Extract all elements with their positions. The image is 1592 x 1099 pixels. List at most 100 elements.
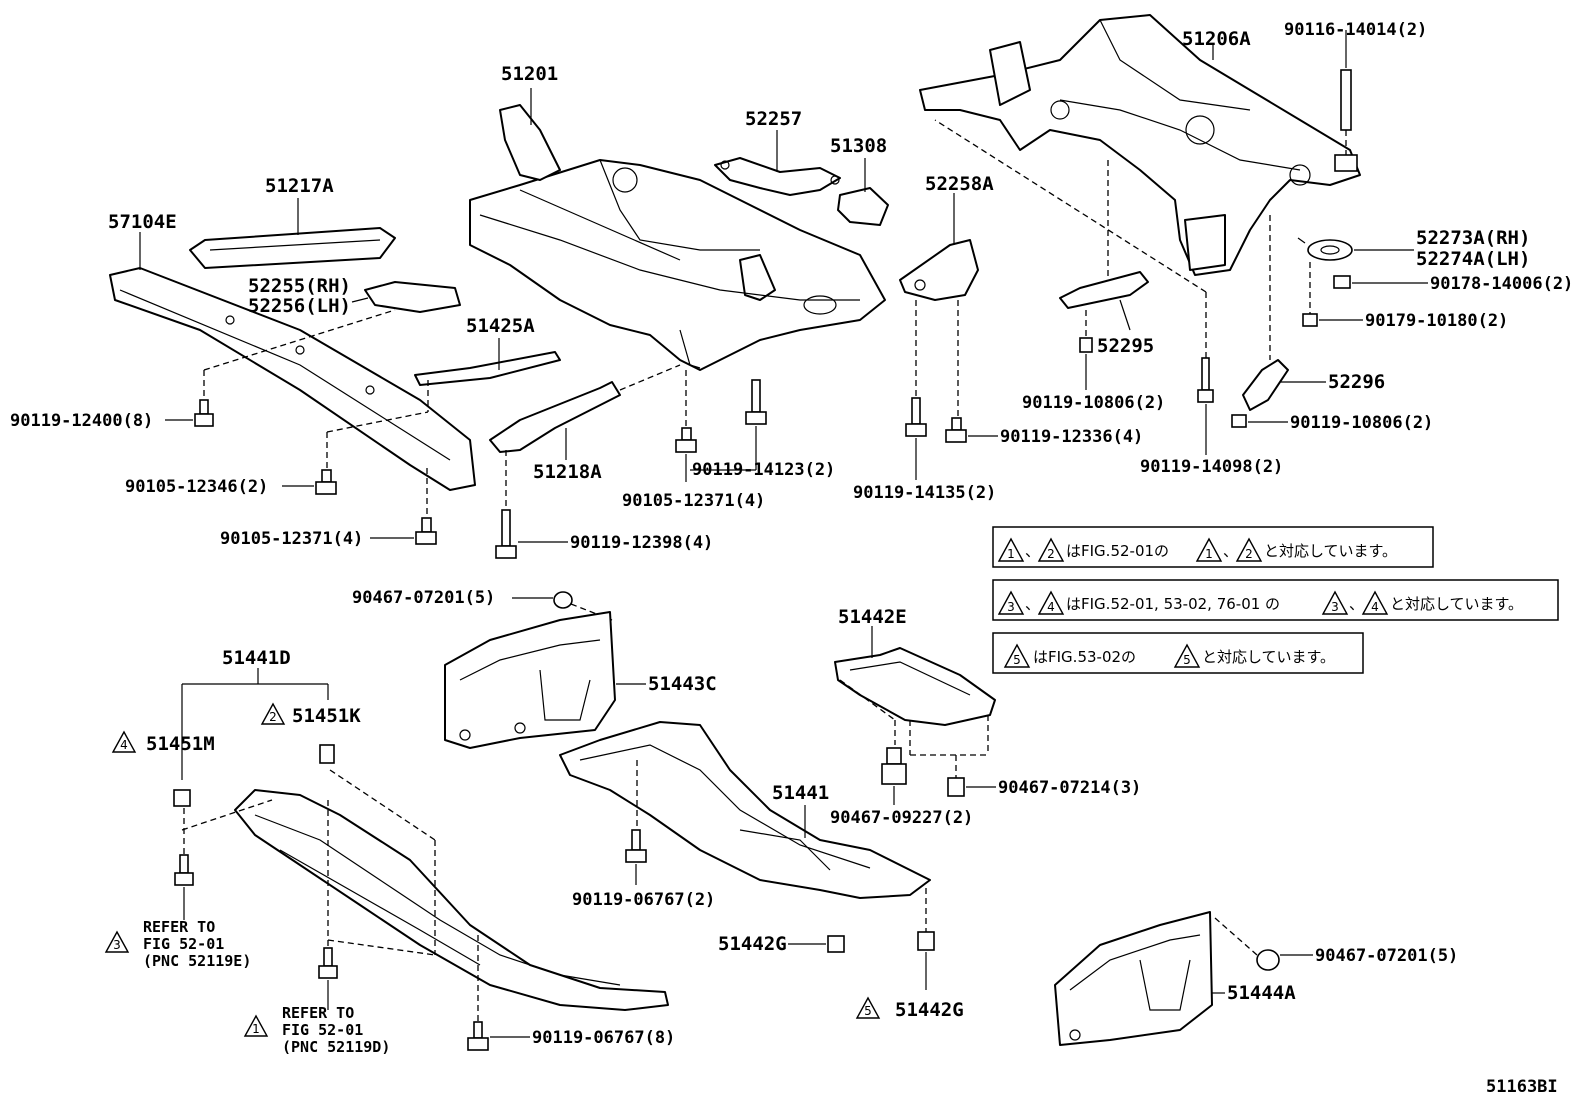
label-51442G-a: 51442G xyxy=(718,933,787,955)
bolt-90105-12346 xyxy=(315,380,429,495)
svg-text:と対応しています。: と対応しています。 xyxy=(1264,542,1397,560)
svg-text:4: 4 xyxy=(1371,600,1379,614)
shield-51444A xyxy=(1054,911,1213,1046)
svg-text:、: 、 xyxy=(1349,595,1364,613)
plate-52255-52256 xyxy=(364,281,461,313)
svg-text:2: 2 xyxy=(1047,547,1055,561)
note-3: 5 はFIG.53-02の 5 と対応しています。 xyxy=(992,632,1364,674)
clip-90467-07201-b xyxy=(1214,917,1280,971)
marker-1-refer xyxy=(243,1014,269,1037)
bracket-51441D xyxy=(181,668,329,780)
clip-90467-09227 xyxy=(881,747,907,785)
link-52296 xyxy=(1242,215,1289,411)
label-51451M: 51451M xyxy=(146,733,215,755)
label-51444A: 51444A xyxy=(1227,982,1296,1004)
label-90119-14098: 90119-14098(2) xyxy=(1140,457,1283,477)
svg-text:5: 5 xyxy=(864,1004,872,1018)
label-90119-14123: 90119-14123(2) xyxy=(692,460,835,480)
bolt-90119-12398 xyxy=(495,450,517,559)
clip-51442G-a xyxy=(827,935,845,953)
shield-51443C xyxy=(444,611,616,749)
label-51441: 51441 xyxy=(772,782,829,804)
bracket-51308 xyxy=(837,187,889,226)
note-2: 3 、 4 はFIG.52-01, 53-02, 76-01 の 3 、 4 と… xyxy=(992,579,1559,621)
label-52257: 52257 xyxy=(745,108,802,130)
cover-51441 xyxy=(559,721,931,899)
bracket-51217A xyxy=(189,227,396,269)
brace-51425A xyxy=(414,351,561,386)
bolt-refer-3 xyxy=(174,808,194,886)
label-90467-07214: 90467-07214(3) xyxy=(998,778,1141,798)
label-51217A: 51217A xyxy=(265,175,334,197)
svg-text:はFIG.53-02の: はFIG.53-02の xyxy=(1033,648,1136,666)
svg-text:1: 1 xyxy=(252,1022,260,1036)
label-90467-09227: 90467-09227(2) xyxy=(830,808,973,828)
marker-4-51451M xyxy=(111,730,137,753)
label-52296: 52296 xyxy=(1328,371,1385,393)
refer-3-line3: (PNC 52119E) xyxy=(143,952,251,970)
bolt-90119-14123 xyxy=(745,379,767,425)
label-51442E: 51442E xyxy=(838,606,907,628)
label-90119-10806-b: 90119-10806(2) xyxy=(1290,413,1433,433)
label-51218A: 51218A xyxy=(533,461,602,483)
bolt-90119-10806-b xyxy=(1231,414,1247,428)
svg-text:5: 5 xyxy=(1013,653,1021,667)
figure-code: 51163BI xyxy=(1486,1077,1558,1097)
bracket-52257 xyxy=(714,157,841,196)
label-51425A: 51425A xyxy=(466,315,535,337)
svg-text:はFIG.52-01の: はFIG.52-01の xyxy=(1066,542,1169,560)
svg-text:1: 1 xyxy=(1007,547,1015,561)
bolt-90119-14135 xyxy=(905,300,927,437)
clip-51451K xyxy=(319,744,335,764)
label-51442G-b: 51442G xyxy=(895,999,964,1021)
label-90105-12346: 90105-12346(2) xyxy=(125,477,268,497)
label-90119-10806-a: 90119-10806(2) xyxy=(1022,393,1165,413)
arm-52258A xyxy=(899,239,979,301)
clip-90467-07201-a xyxy=(553,591,613,621)
label-90467-07201-a: 90467-07201(5) xyxy=(352,588,495,608)
label-90119-12336: 90119-12336(4) xyxy=(1000,427,1143,447)
refer-1-line2: FIG 52-01 xyxy=(282,1021,363,1039)
label-52295: 52295 xyxy=(1097,335,1154,357)
svg-text:4: 4 xyxy=(120,738,128,752)
crossmember-57104E xyxy=(109,267,476,491)
bolt-refer-1 xyxy=(318,800,338,979)
svg-text:3: 3 xyxy=(1331,600,1339,614)
bolt-90119-14098 xyxy=(934,119,1214,403)
svg-text:、: 、 xyxy=(1223,542,1238,560)
svg-text:4: 4 xyxy=(1047,600,1055,614)
note-1: 1 、 2 はFIG.52-01の 1 、 2 と対応しています。 xyxy=(992,526,1434,568)
label-52258A: 52258A xyxy=(925,173,994,195)
label-52273A: 52273A(RH) xyxy=(1416,227,1530,249)
refer-1-line1: REFER TO xyxy=(282,1004,354,1022)
svg-text:はFIG.52-01, 53-02, 76-01 の: はFIG.52-01, 53-02, 76-01 の xyxy=(1066,595,1280,613)
label-90105-12371-a: 90105-12371(4) xyxy=(622,491,765,511)
bolt-90119-10806-a xyxy=(1079,310,1093,353)
label-52256: 52256(LH) xyxy=(248,295,351,317)
svg-text:と対応しています。: と対応しています。 xyxy=(1390,595,1523,613)
label-90119-14135: 90119-14135(2) xyxy=(853,483,996,503)
label-51443C: 51443C xyxy=(648,673,717,695)
label-90119-06767-b: 90119-06767(8) xyxy=(532,1028,675,1048)
label-90179-10180: 90179-10180(2) xyxy=(1365,311,1508,331)
svg-text:2: 2 xyxy=(269,710,277,724)
svg-text:、: 、 xyxy=(1025,595,1040,613)
svg-text:5: 5 xyxy=(1183,653,1191,667)
label-51441D: 51441D xyxy=(222,647,291,669)
rear-member-51206A xyxy=(919,14,1361,276)
bolt-90105-12371-a xyxy=(675,370,697,453)
clip-51451M xyxy=(173,789,191,807)
bolt-90105-12371-b xyxy=(415,468,437,545)
label-90119-06767-a: 90119-06767(2) xyxy=(572,890,715,910)
label-90105-12371-b: 90105-12371(4) xyxy=(220,529,363,549)
clip-90467-07214 xyxy=(947,755,965,797)
svg-text:2: 2 xyxy=(1245,547,1253,561)
refer-3-line1: REFER TO xyxy=(143,918,215,936)
under-cover-front xyxy=(181,769,669,1022)
label-51308: 51308 xyxy=(830,135,887,157)
svg-text:と対応しています。: と対応しています。 xyxy=(1202,648,1335,666)
bolt-90119-06767-b xyxy=(467,1021,489,1051)
clip-51442G-b xyxy=(917,888,935,951)
svg-text:、: 、 xyxy=(1025,542,1040,560)
